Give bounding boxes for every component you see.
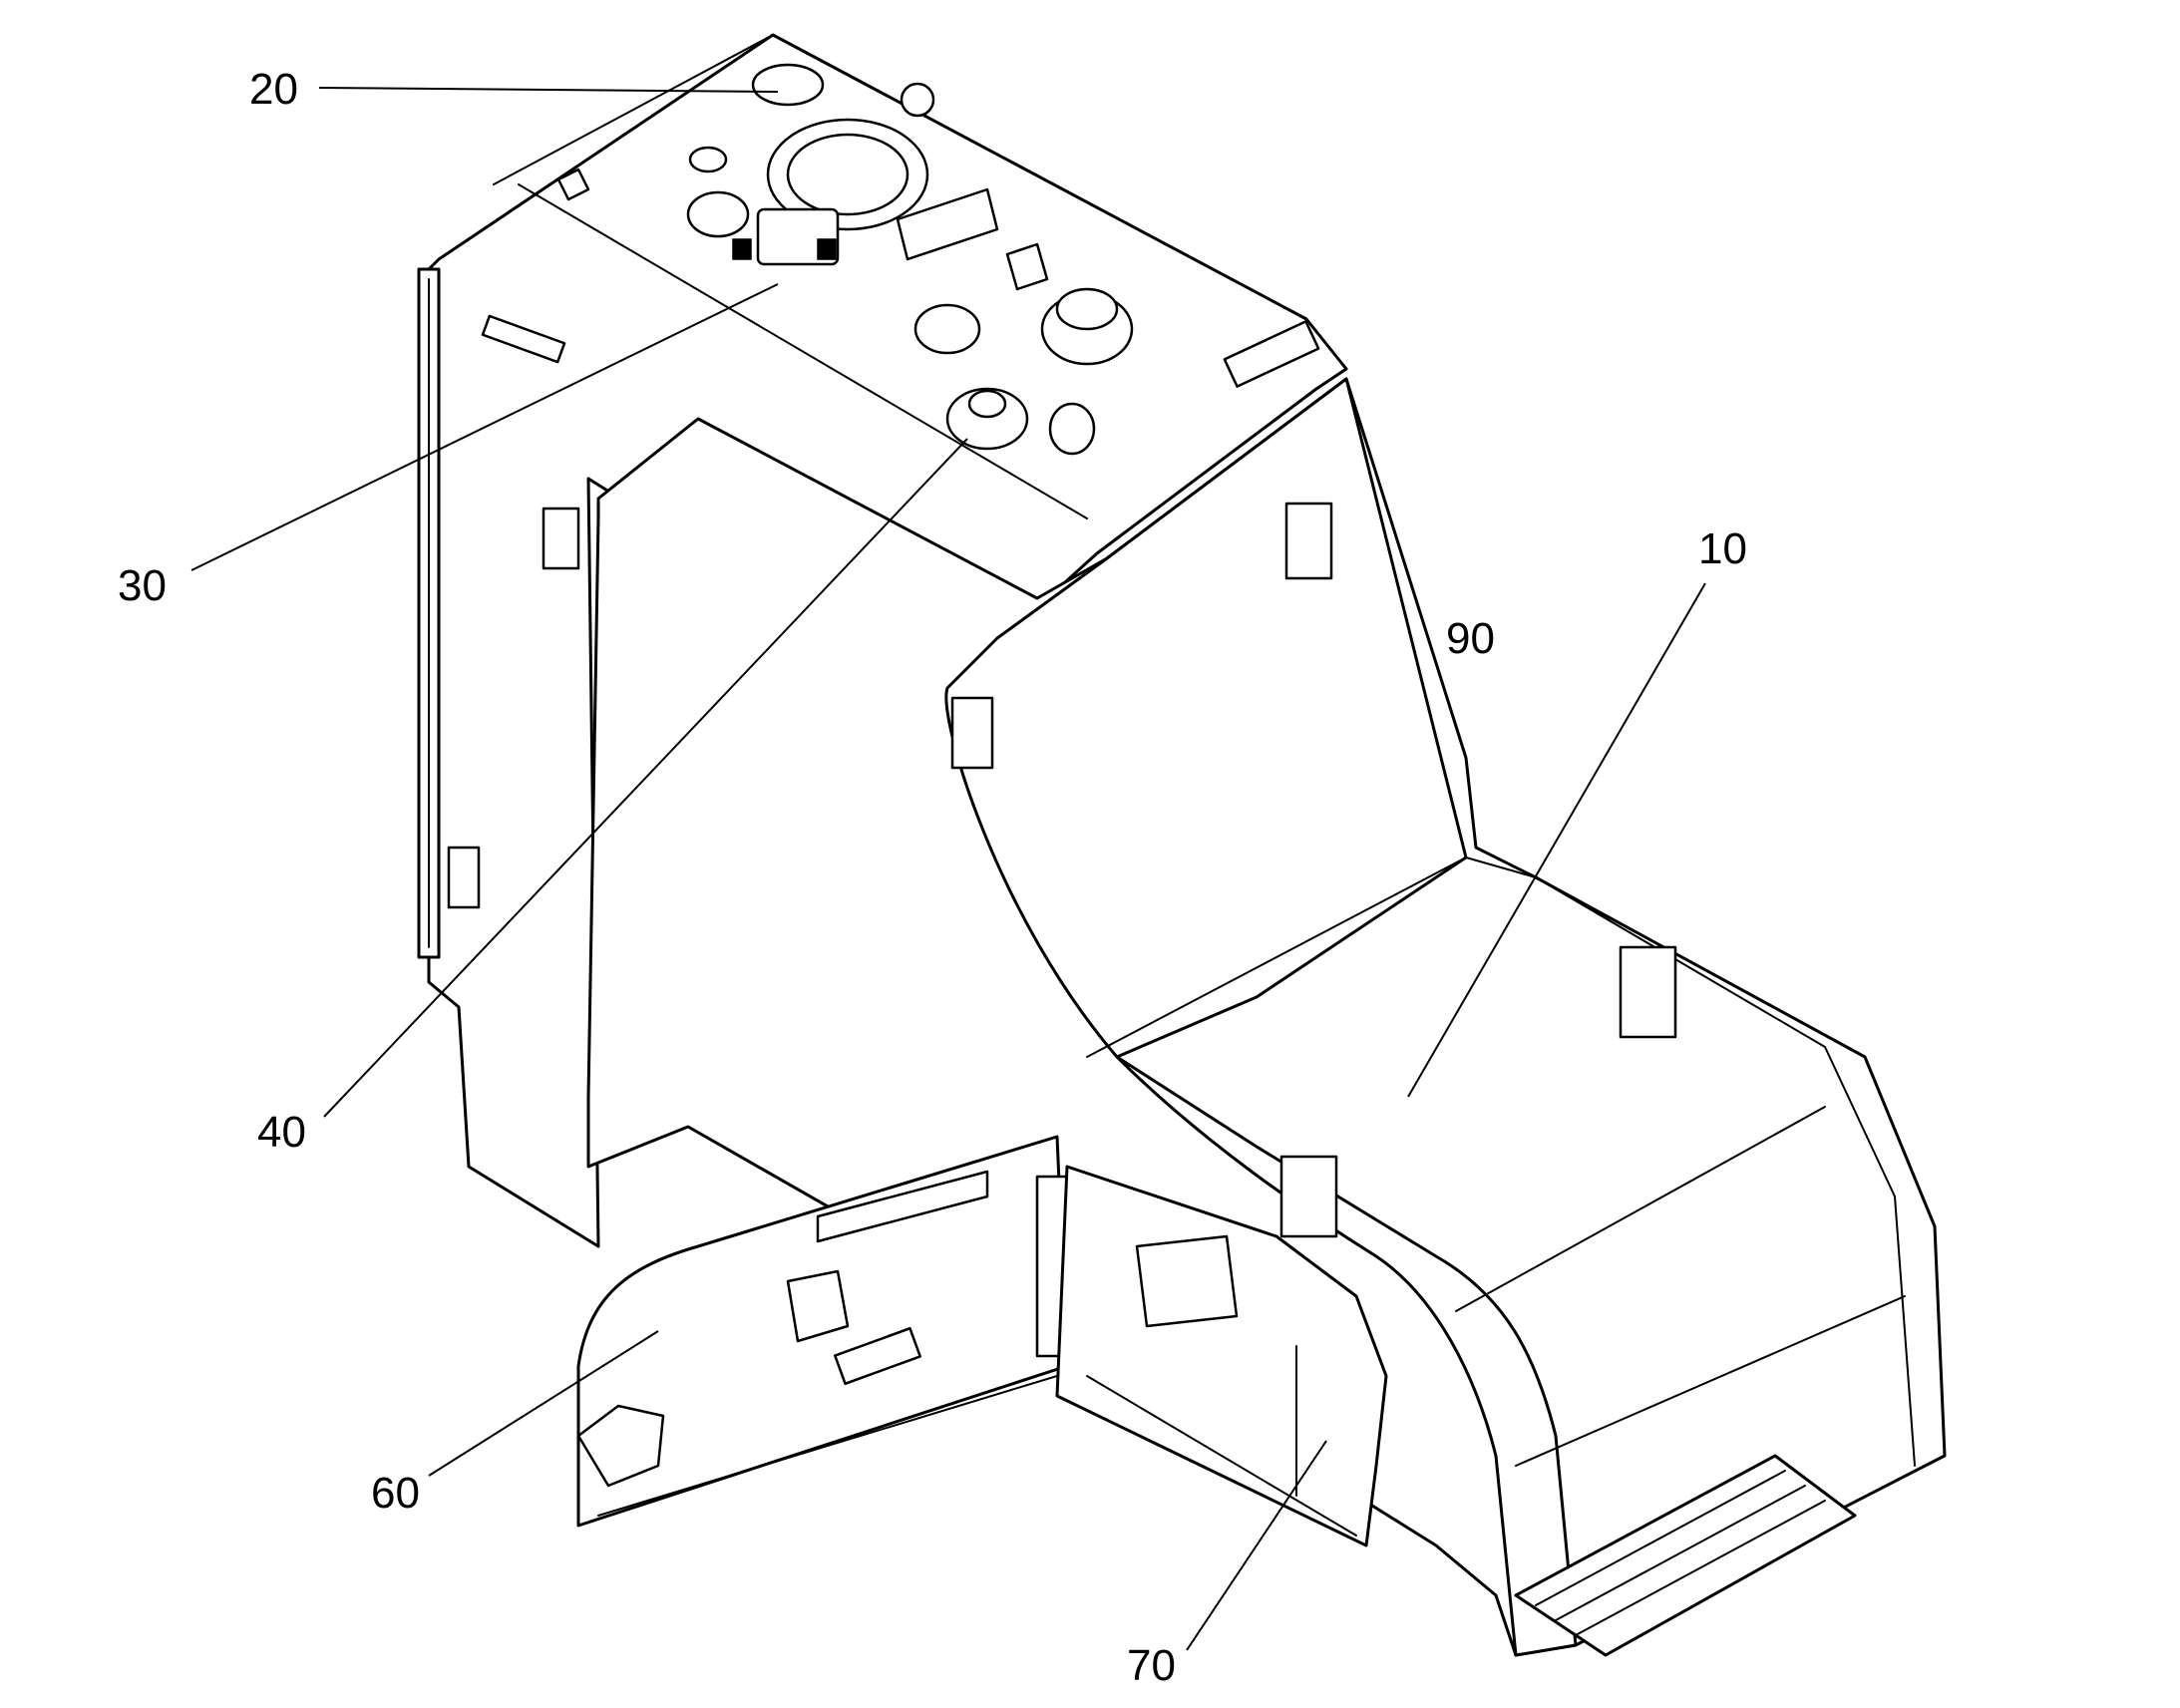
side-panel-door xyxy=(576,1135,1069,1528)
callout-90: 90 xyxy=(1446,614,1495,663)
callout-60: 60 xyxy=(371,1469,420,1518)
leader-70 xyxy=(1186,1440,1327,1651)
mount-block xyxy=(950,696,994,770)
leader-40 xyxy=(323,438,968,1118)
mount-block xyxy=(1279,1155,1338,1238)
top-cap-20 xyxy=(751,63,825,107)
step-tread xyxy=(1514,1454,1857,1657)
callout-30: 30 xyxy=(118,561,167,610)
sensor-40 xyxy=(945,387,1029,451)
callouts: 20 30 40 10 90 60 70 xyxy=(118,65,1747,1690)
callout-40: 40 xyxy=(257,1108,306,1157)
callout-20: 20 xyxy=(249,65,298,114)
leader-lines xyxy=(190,87,1706,1651)
warning-label xyxy=(834,1326,921,1386)
mount-block xyxy=(1284,502,1333,580)
callout-10: 10 xyxy=(1698,524,1747,573)
mounting-blocks xyxy=(447,314,1677,1238)
inner-compartment xyxy=(1055,1165,1388,1547)
mount-block xyxy=(1619,945,1677,1039)
top-components xyxy=(556,63,1320,456)
leader-30 xyxy=(190,283,779,571)
leader-10 xyxy=(1407,582,1706,1098)
leader-20 xyxy=(318,87,779,93)
leader-60 xyxy=(428,1330,659,1477)
callout-70: 70 xyxy=(1127,1641,1176,1690)
